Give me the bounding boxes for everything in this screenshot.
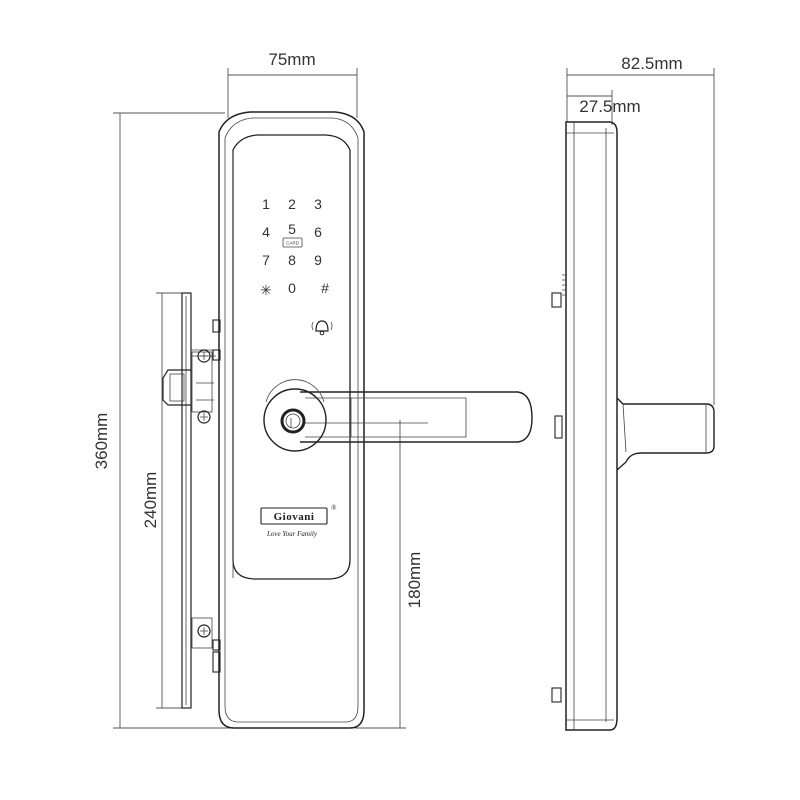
key-9[interactable]: 9 xyxy=(314,252,322,268)
key-7[interactable]: 7 xyxy=(262,252,270,268)
front-view: 1 2 3 4 5 6 7 8 9 ✳ 0 # CARD xyxy=(218,111,533,729)
key-hash[interactable]: # xyxy=(321,280,329,296)
side-handle[interactable] xyxy=(616,397,715,471)
dim-handle-height-label: 180mm xyxy=(405,552,424,609)
dim-width-front-label: 75mm xyxy=(268,50,315,69)
key-4[interactable]: 4 xyxy=(262,224,270,240)
card-label: CARD xyxy=(286,241,300,246)
key-3[interactable]: 3 xyxy=(314,196,322,212)
side-view xyxy=(551,121,715,731)
key-1[interactable]: 1 xyxy=(262,196,270,212)
key-8[interactable]: 8 xyxy=(288,252,296,268)
dim-depth-body-label: 27.5mm xyxy=(579,97,640,116)
card-reader-zone xyxy=(282,237,303,248)
brand-registered: ® xyxy=(331,504,337,512)
dim-mortise-height-label: 240mm xyxy=(141,472,160,529)
key-2[interactable]: 2 xyxy=(288,196,296,212)
brand-logo: Giovani ® Love Your Family xyxy=(260,504,337,538)
brand-name: Giovani xyxy=(274,511,315,523)
brand-tagline: Love Your Family xyxy=(266,530,318,538)
mortise-body xyxy=(162,292,221,709)
key-0[interactable]: 0 xyxy=(288,280,296,296)
doorbell-icon[interactable] xyxy=(311,320,333,336)
key-6[interactable]: 6 xyxy=(314,224,322,240)
keypad: 1 2 3 4 5 6 7 8 9 ✳ 0 # CARD xyxy=(260,196,333,336)
front-handle[interactable] xyxy=(263,379,533,452)
key-star[interactable]: ✳ xyxy=(260,282,272,298)
dim-depth-total-label: 82.5mm xyxy=(621,54,682,73)
dim-height-total-label: 360mm xyxy=(92,413,111,470)
key-5[interactable]: 5 xyxy=(288,221,296,237)
fingerprint-sensor-icon[interactable] xyxy=(280,408,306,434)
